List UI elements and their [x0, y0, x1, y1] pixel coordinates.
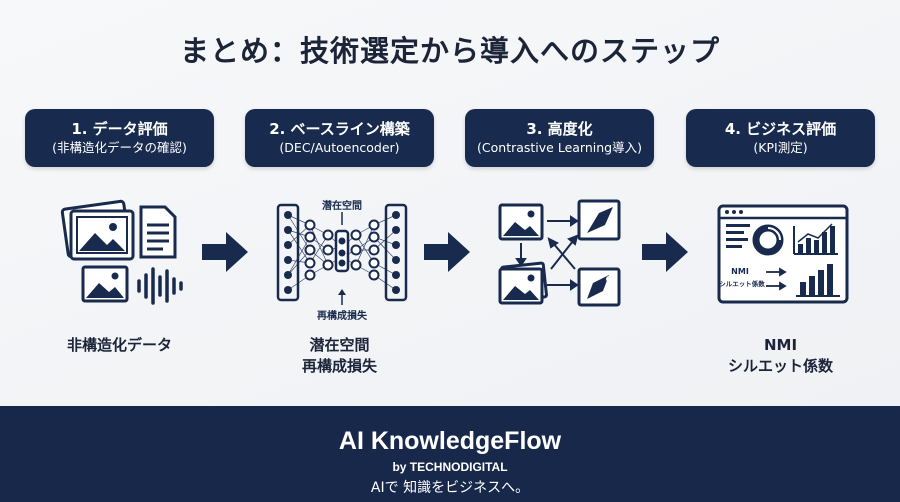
arrow-right-icon [202, 232, 248, 272]
document-icon [139, 205, 177, 259]
footer-banner: AI KnowledgeFlow by TECHNODIGITAL AIで 知識… [0, 406, 900, 502]
step-2-box: 2. ベースライン構築 (DEC/Autoencoder) [245, 109, 434, 167]
step-1-caption: 非構造化データ [66, 336, 172, 354]
page-title: まとめ：技術選定から導入へのステップ [179, 34, 720, 68]
step-4-caption-line-2: シルエット係数 [727, 357, 833, 375]
brand-byline: by TECHNODIGITAL [392, 460, 508, 474]
autoencoder-diagram: 潜在空間 再構成損失 [270, 195, 415, 325]
image-icon [81, 265, 129, 303]
latent-space-label: 潜在空間 [322, 199, 362, 212]
step-4-caption-line-1: NMI [763, 336, 798, 354]
step-3-title: 3. 高度化 [526, 120, 593, 138]
reconstruction-loss-label: 再構成損失 [317, 309, 368, 322]
unstructured-data-icons [55, 195, 190, 310]
step-2-caption-line-2: 再構成損失 [301, 357, 377, 375]
step-4-box: 4. ビジネス評価 (KPI測定) [686, 109, 875, 167]
dashboard-nmi-label: NMI [731, 267, 749, 276]
brand-name: AI KnowledgeFlow [338, 427, 562, 455]
step-1-subtitle: (非構造化データの確認) [52, 140, 187, 155]
bar-chart-icon [793, 223, 838, 255]
step-3-subtitle: (Contrastive Learning導入) [477, 140, 642, 155]
bar-chart-icon [796, 264, 840, 297]
step-3-box: 3. 高度化 (Contrastive Learning導入) [465, 109, 654, 167]
step-2-caption-line-1: 潜在空間 [309, 336, 370, 354]
audio-waveform-icon [137, 267, 183, 305]
arrow-right-icon [642, 232, 688, 272]
contrastive-learning-diagram [495, 195, 630, 315]
step-4-caption: NMI シルエット係数 [686, 335, 875, 377]
step-2-subtitle: (DEC/Autoencoder) [279, 140, 400, 155]
step-1-title: 1. データ評価 [71, 120, 168, 138]
dashboard-icon: NMI シルエット係数 [714, 200, 854, 310]
arrow-right-icon [424, 232, 470, 272]
image-icon [577, 267, 621, 307]
image-icon [498, 261, 548, 305]
step-2-title: 2. ベースライン構築 [269, 120, 410, 138]
image-icon [577, 199, 621, 241]
step-4-subtitle: (KPI測定) [753, 140, 808, 155]
step-2-caption: 潜在空間 再構成損失 [245, 335, 434, 377]
step-4-title: 4. ビジネス評価 [724, 120, 837, 138]
image-icon [498, 203, 544, 241]
step-1-box: 1. データ評価 (非構造化データの確認) [25, 109, 214, 167]
pie-chart-icon [752, 224, 784, 256]
photo-stack-icon [60, 199, 135, 261]
brand-tagline: AIで 知識をビジネスへ。 [370, 480, 530, 496]
dashboard-silhouette-label: シルエット係数 [719, 279, 765, 288]
